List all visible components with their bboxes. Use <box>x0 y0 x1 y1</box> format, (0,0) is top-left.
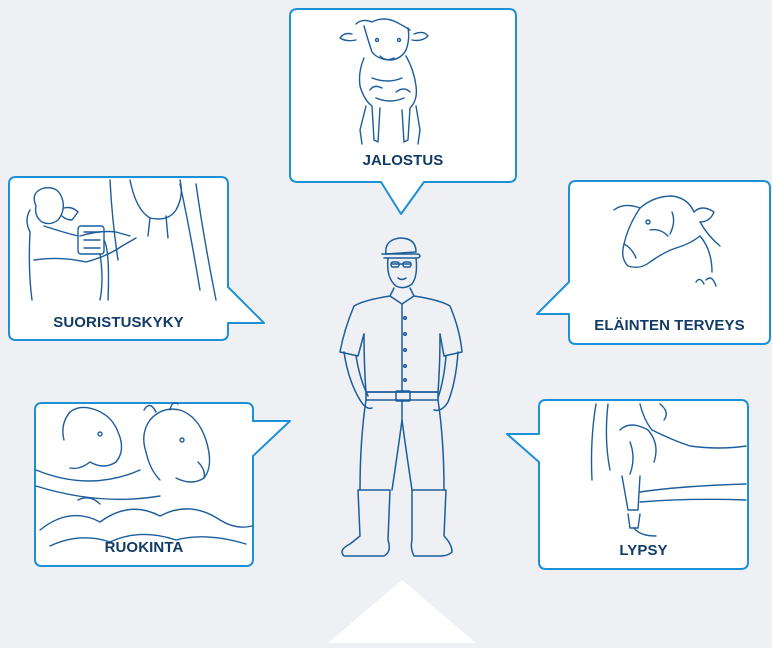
label-ruokinta: RUOKINTA <box>35 539 253 556</box>
label-jalostus: JALOSTUS <box>290 152 516 169</box>
label-lypsy: LYPSY <box>539 542 748 559</box>
label-elainten-terveys: ELÄINTEN TERVEYS <box>569 317 770 334</box>
label-suorituskyky: SUORISTUSKYKY <box>9 314 228 331</box>
